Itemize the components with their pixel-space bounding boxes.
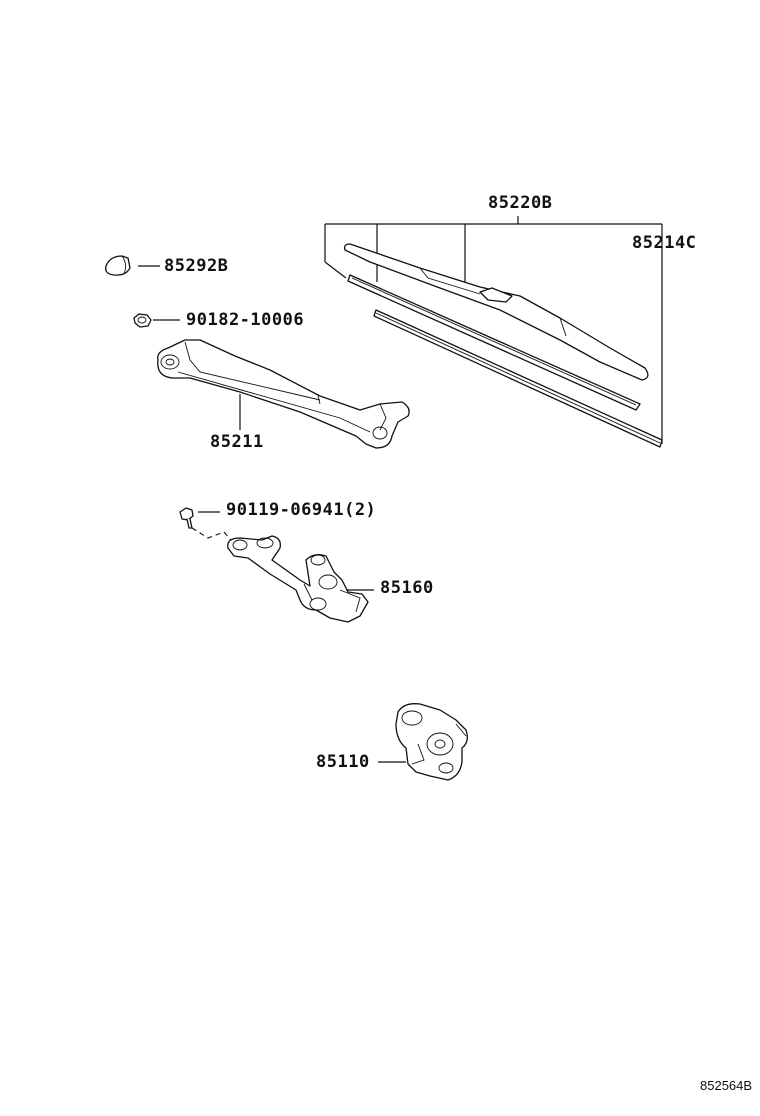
figure-code: 852564B (700, 1078, 753, 1093)
bolt-drawing (179, 507, 235, 545)
label-nut: 90182-10006 (186, 310, 305, 330)
wiper-blade-drawing (343, 243, 649, 411)
nut-drawing (133, 313, 180, 328)
wiper-arm-drawing (157, 339, 410, 449)
label-wiper-arm: 85211 (210, 432, 264, 452)
label-wiper-blade: 85220B (488, 193, 553, 213)
motor-drawing (378, 703, 468, 781)
label-motor: 85110 (316, 752, 370, 772)
label-bolt: 90119-06941(2) (226, 500, 377, 520)
blade-rubber-drawing (373, 309, 663, 448)
link-assy-drawing (227, 535, 374, 623)
arm-cap-drawing (105, 255, 160, 276)
label-arm-cap: 85292B (164, 256, 229, 276)
label-link-assy: 85160 (380, 578, 434, 598)
label-blade-rubber: 85214C (632, 233, 697, 253)
